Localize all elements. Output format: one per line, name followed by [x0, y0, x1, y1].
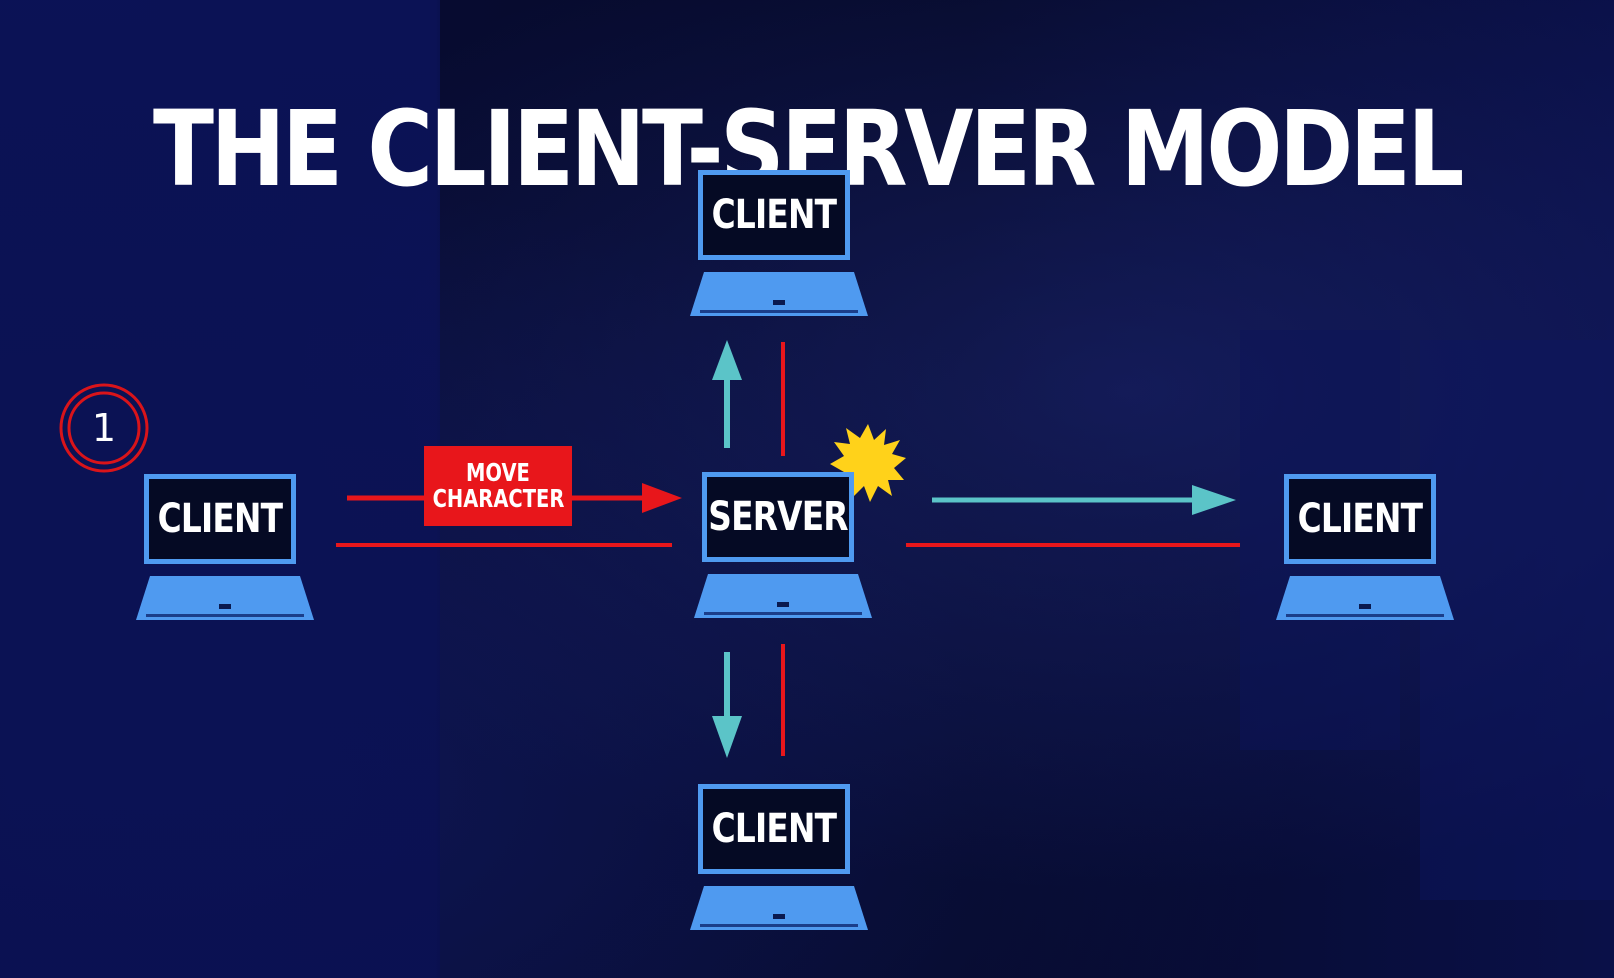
laptop-screen: SERVER	[702, 472, 854, 562]
server: SERVER	[694, 472, 872, 622]
step-badge-number: 1	[91, 406, 117, 450]
client-right-label: CLIENT	[1297, 496, 1423, 542]
laptop-base-icon	[694, 574, 872, 618]
request-message-line2: CHARACTER	[432, 484, 564, 513]
laptop-screen: CLIENT	[144, 474, 296, 564]
client-left-label: CLIENT	[157, 496, 283, 542]
laptop-screen: CLIENT	[1284, 474, 1436, 564]
client-bottom-label: CLIENT	[711, 806, 837, 852]
client-top-label: CLIENT	[711, 192, 837, 238]
broadcast-up-head	[712, 340, 742, 380]
client-bottom: CLIENT	[690, 784, 868, 934]
step-badge-ring-icon	[59, 383, 149, 473]
request-message-line1: MOVE	[466, 457, 530, 487]
server-label: SERVER	[708, 494, 848, 540]
laptop-base-icon	[136, 576, 314, 620]
broadcast-down-head	[712, 716, 742, 758]
client-left: CLIENT	[136, 474, 314, 624]
broadcast-right-head	[1192, 485, 1236, 515]
laptop-screen: CLIENT	[698, 170, 850, 260]
laptop-base-icon	[690, 272, 868, 316]
client-top: CLIENT	[690, 170, 868, 320]
laptop-base-icon	[1276, 576, 1454, 620]
laptop-screen: CLIENT	[698, 784, 850, 874]
request-arrow-head	[642, 483, 682, 513]
request-message-label: MOVE CHARACTER	[424, 446, 572, 526]
laptop-base-icon	[690, 886, 868, 930]
client-right: CLIENT	[1276, 474, 1454, 624]
